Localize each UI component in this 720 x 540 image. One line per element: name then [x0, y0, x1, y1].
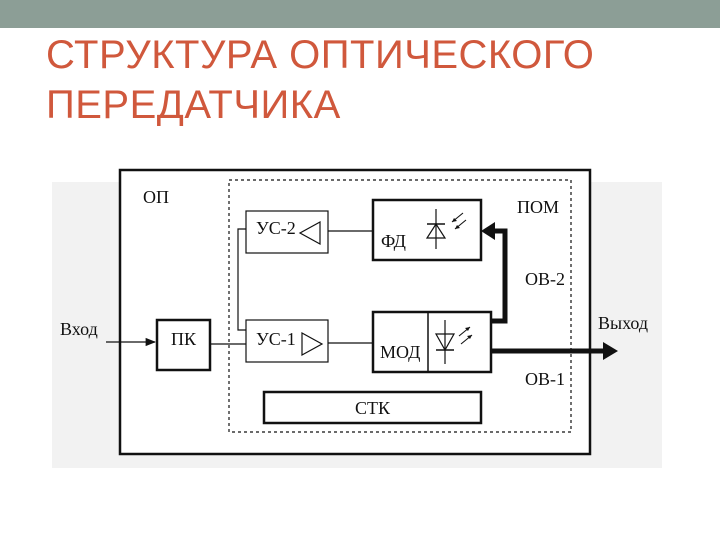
fd-label: ФД — [381, 231, 406, 251]
mod-block — [371, 310, 493, 374]
ov2-arrowhead — [481, 222, 495, 240]
inner-pom-frame — [228, 179, 572, 433]
title-line-1: СТРУКТУРА ОПТИЧЕСКОГО — [46, 33, 595, 77]
amplifier-icon-us2 — [298, 220, 321, 246]
input-label: Вход — [60, 319, 98, 339]
us1-label: УС-1 — [256, 329, 296, 349]
stk-label: СТК — [355, 398, 391, 418]
output-label: Выход — [598, 313, 648, 333]
pom-label: ПОМ — [517, 197, 559, 217]
us2-label: УС-2 — [256, 218, 296, 238]
us1-block — [245, 319, 329, 363]
amplifier-icon-us1 — [301, 331, 324, 357]
title-line-2: ПЕРЕДАТЧИКА — [46, 83, 341, 127]
feedback-line — [237, 228, 246, 331]
output-arrowhead — [603, 342, 618, 360]
photodiode-icon — [425, 209, 467, 249]
op-label: ОП — [143, 187, 169, 207]
ov2-label: ОВ-2 — [525, 269, 565, 289]
pk-label: ПК — [171, 329, 197, 349]
ov1-label: ОВ-1 — [525, 369, 565, 389]
us2-block — [245, 210, 329, 254]
fd-block — [371, 198, 483, 262]
top-accent-bar — [0, 0, 720, 28]
laser-diode-icon — [434, 320, 473, 364]
pk-block — [155, 318, 212, 372]
stk-block — [262, 390, 483, 425]
page-title: СТРУКТУРА ОПТИЧЕСКОГО ПЕРЕДАТЧИКА — [46, 30, 686, 130]
ov2-fiber-line — [490, 228, 508, 324]
mod-label: МОД — [380, 342, 420, 362]
